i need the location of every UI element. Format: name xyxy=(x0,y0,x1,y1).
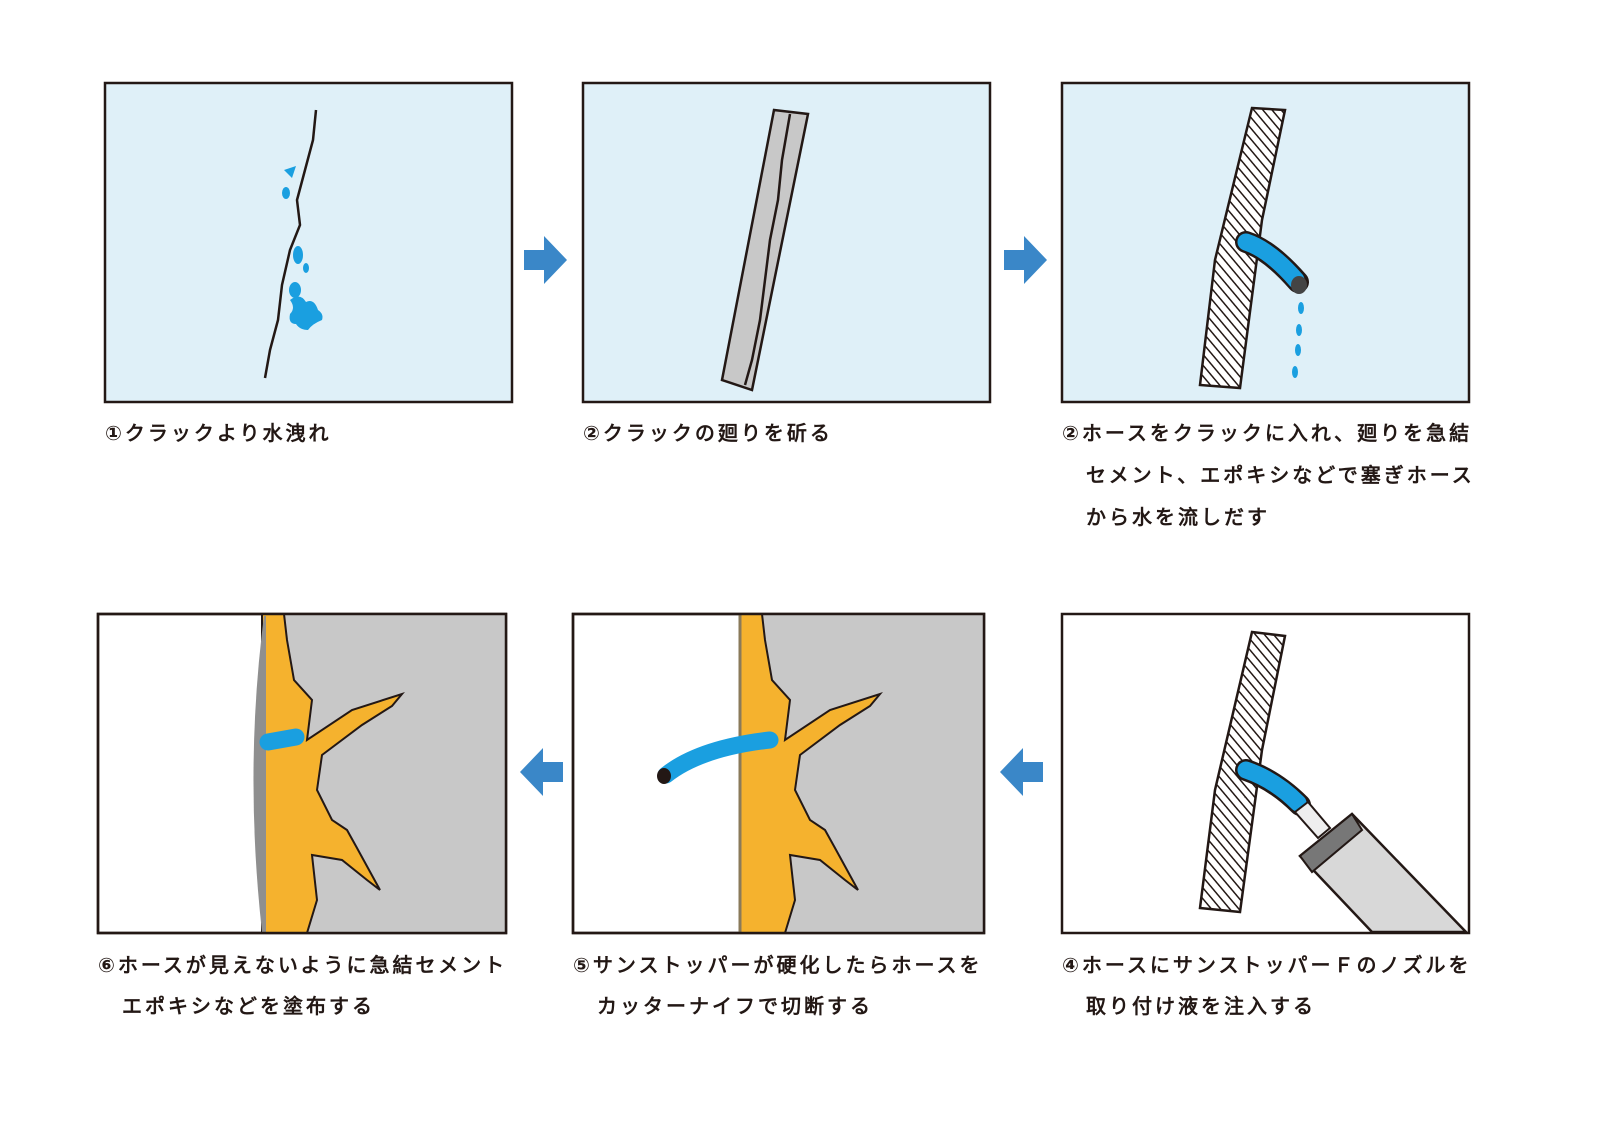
water-drops-icon xyxy=(1292,302,1304,378)
caption-step-2: ②クラックの廻りを斫る xyxy=(583,421,833,445)
caption-step-1: ①クラックより水洩れ xyxy=(105,421,332,445)
water-leak-icon xyxy=(282,166,323,330)
caption-step-3-line-3: から水を流しだす xyxy=(1086,505,1270,529)
nozzle-icon xyxy=(1293,800,1332,840)
arrow-left-icon xyxy=(1000,748,1043,796)
panel-6-sealed xyxy=(96,612,508,935)
hose-icon xyxy=(657,731,779,784)
panel-4-nozzle-injection xyxy=(1060,612,1471,935)
caption-step-6-line-2: エポキシなどを塗布する xyxy=(122,994,375,1018)
caption-step-4-line-2: 取り付け液を注入する xyxy=(1086,994,1316,1018)
panel-1-crack-leak xyxy=(103,81,514,404)
caption-step-6-line-1: ⑥ホースが見えないように急結セメント xyxy=(98,953,507,977)
caption-step-3-line-1: ②ホースをクラックに入れ、廻りを急結 xyxy=(1062,421,1472,445)
arrow-left-icon xyxy=(520,748,563,796)
panel-3-hose-inserted xyxy=(1060,81,1471,404)
panel-5-hose-cut xyxy=(571,612,986,935)
panel-2-chipped-crack xyxy=(581,81,992,404)
caption-step-3-line-2: セメント、エポキシなどで塞ぎホース xyxy=(1086,463,1475,487)
crack-line xyxy=(263,109,318,379)
arrow-right-icon xyxy=(524,236,567,284)
caption-step-5-line-2: カッターナイフで切断する xyxy=(597,994,873,1018)
caption-step-4-line-1: ④ホースにサンストッパーＦのノズルを xyxy=(1062,953,1472,977)
caption-step-5-line-1: ⑤サンストッパーが硬化したらホースを xyxy=(573,953,983,977)
arrow-right-icon xyxy=(1004,236,1047,284)
